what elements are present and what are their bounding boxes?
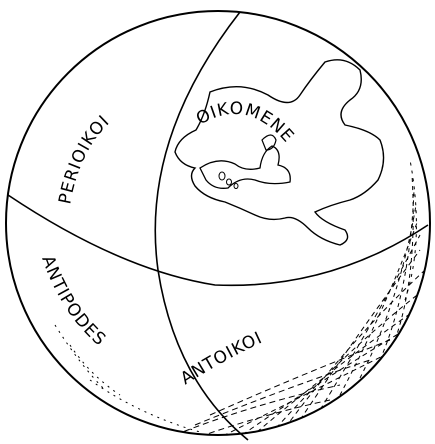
shading-hatch bbox=[55, 160, 430, 440]
label-antoikoi: ANTOIKOI bbox=[177, 328, 266, 389]
inner-sea bbox=[200, 146, 290, 188]
oikomene-landmass bbox=[175, 60, 384, 245]
label-perioikoi: PERIOIKOI bbox=[55, 111, 114, 206]
island-3 bbox=[234, 184, 238, 189]
label-antipodes: ANTIPODES bbox=[37, 253, 109, 350]
globe-outline bbox=[6, 11, 430, 435]
equator-line bbox=[8, 195, 428, 285]
island-2 bbox=[227, 179, 232, 185]
island-1 bbox=[219, 172, 225, 180]
label-oikomene: OIKOMENE bbox=[193, 99, 298, 147]
